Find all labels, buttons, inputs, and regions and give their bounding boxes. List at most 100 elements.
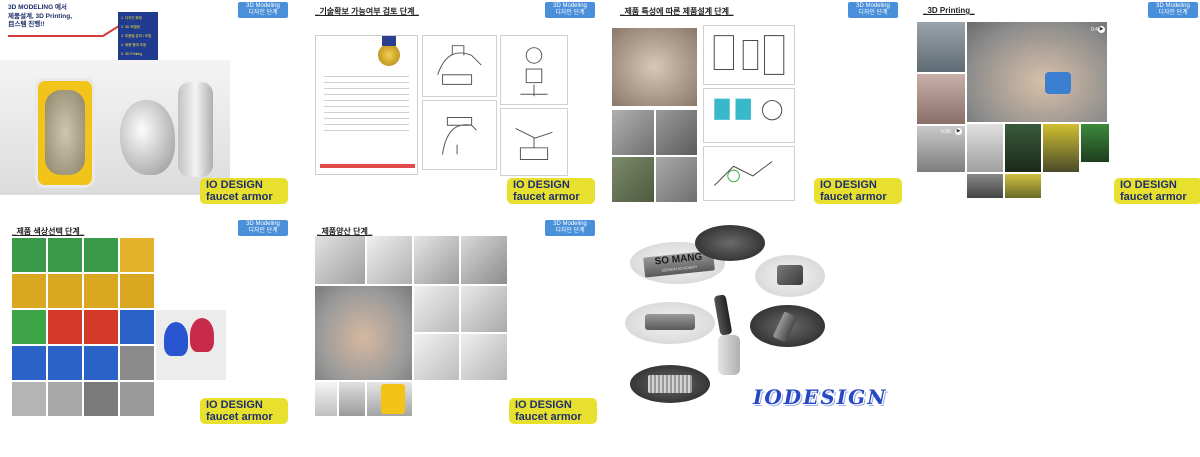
video-timestamp-1: 0:46 xyxy=(1091,27,1101,33)
swatch-blue xyxy=(84,346,118,380)
panel-3d-modeling: 3D MODELING 에서 제품설계, 3D Printing, 目스템 진행… xyxy=(0,0,300,210)
step-title: _기술확보 가능여부 검토 단계_ xyxy=(315,7,419,16)
render-bubble-clamp xyxy=(625,302,715,344)
step-title: _제품양산 단계_ xyxy=(317,227,373,236)
color-swatch-grid xyxy=(12,238,154,416)
badge-3d-modeling: 3D Modeling 디자인 단계 xyxy=(545,2,595,18)
iodesign-logo: IODESIGN xyxy=(753,385,888,409)
header-text-block: 3D MODELING 에서 제품설계, 3D Printing, 目스템 진행… xyxy=(8,4,103,32)
part-photo-1 xyxy=(612,110,654,155)
badge-3d-modeling: 3D Modeling 디자인 단계 xyxy=(545,220,595,236)
production-photo-8 xyxy=(461,334,507,380)
swatch-yellow xyxy=(120,238,154,272)
header-line-3: 目스템 진행!! xyxy=(8,21,45,28)
arm-assembly-render xyxy=(713,294,745,375)
badge-3d-modeling: 3D Modeling 디자인 단계 xyxy=(238,220,288,236)
faucet-sketch-1 xyxy=(422,35,497,97)
render-bubble-grid xyxy=(630,365,710,403)
certificate-seal xyxy=(378,44,400,66)
badge-3d-modeling: 3D Modeling 디자인 단계 xyxy=(238,2,288,18)
swatch-grey xyxy=(120,382,154,416)
render-bubble-bracket xyxy=(755,255,825,297)
production-photo-5 xyxy=(414,286,459,332)
part-photo-4 xyxy=(656,157,697,202)
badge-line-1: 3D Modeling xyxy=(1156,3,1190,9)
steps-list: 1. 디자인 확정 2. 3D 모델링 3. 부품별 분리 / 조립 4. 제품… xyxy=(118,12,158,60)
production-photo-10 xyxy=(339,382,365,416)
badge-line-1: 3D Modeling xyxy=(246,221,280,227)
hand-holding-part-photo xyxy=(612,28,697,106)
arm-base xyxy=(718,335,740,375)
printer-photo-6 xyxy=(1005,174,1041,198)
grid-part xyxy=(648,375,692,393)
play-icon[interactable]: ▶ xyxy=(955,128,962,135)
step-title: _3D Printing_ xyxy=(923,6,975,15)
printer-photo-1 xyxy=(967,124,1003,172)
blue-printed-part xyxy=(1045,72,1071,94)
step-3: 3. 부품별 분리 / 조립 xyxy=(121,34,152,38)
badge-line-2: 디자인 단계 xyxy=(1158,10,1188,16)
step-5: 5. 3D Printing xyxy=(121,52,143,56)
package-photo xyxy=(381,384,405,414)
render-bubble-dark xyxy=(695,225,765,261)
badge-3d-modeling: 3D Modeling 디자인 단계 xyxy=(1148,2,1198,18)
step-title: _제품 색상선택 단계_ xyxy=(12,227,85,236)
dark-part xyxy=(772,311,798,343)
swatch-blue xyxy=(48,346,82,380)
io-design-label: IO DESIGN faucet armor xyxy=(1114,178,1200,204)
label-line-2: faucet armor xyxy=(206,411,273,423)
label-line-2: faucet armor xyxy=(820,191,887,203)
video-thumbnail-2: 0:36 ▶ xyxy=(917,126,965,172)
production-photo-4 xyxy=(461,236,507,284)
swatch-yellow xyxy=(120,274,154,308)
io-design-label: IO DESIGN faucet armor xyxy=(200,398,288,424)
part-photo-2 xyxy=(656,110,697,155)
certificate-document xyxy=(315,35,418,175)
production-photo-3 xyxy=(414,236,459,284)
printer-photo-5 xyxy=(967,174,1003,198)
technical-drawing-3 xyxy=(703,146,795,201)
clear-armor-1 xyxy=(120,100,175,175)
swatch-green xyxy=(12,238,46,272)
header-line-2: 제품설계, 3D Printing, xyxy=(8,12,73,20)
product-photo xyxy=(0,60,230,195)
swatch-yellow xyxy=(48,274,82,308)
clamp-part xyxy=(645,314,695,330)
swatch-green xyxy=(84,238,118,272)
swatch-red xyxy=(48,310,82,344)
badge-line-2: 디자인 단계 xyxy=(248,228,278,234)
red-sample xyxy=(190,318,214,352)
certificate-red-note xyxy=(320,164,415,168)
label-line-1: IO DESIGN xyxy=(820,179,877,191)
faucet-sketch-2 xyxy=(422,100,497,170)
exploded-view-2 xyxy=(500,108,568,176)
swatch-green xyxy=(48,238,82,272)
swatch-grey xyxy=(84,382,118,416)
swatch-blue xyxy=(120,310,154,344)
swatch-yellow xyxy=(12,274,46,308)
panel-product-design: _제품 특성에 따른 제품설계 단계_ 3D Modeling 디자인 단계 I… xyxy=(610,0,910,210)
print-photo-2 xyxy=(917,74,965,124)
panel-tech-review: _기술확보 가능여부 검토 단계_ 3D Modeling 디자인 단계 IO … xyxy=(305,0,605,210)
certificate-ribbon xyxy=(382,36,396,46)
badge-line-2: 디자인 단계 xyxy=(555,228,585,234)
video-timestamp-2: 0:36 xyxy=(941,129,951,135)
swatch-blue xyxy=(12,346,46,380)
swatch-grey xyxy=(120,346,154,380)
step-title: _제품 특성에 따른 제품설계 단계_ xyxy=(620,7,734,16)
label-line-2: faucet armor xyxy=(206,191,273,203)
io-design-label: IO DESIGN faucet armor xyxy=(507,178,595,204)
swatch-grey xyxy=(48,382,82,416)
step-2: 2. 3D 모델링 xyxy=(121,25,140,29)
panel-color-selection: _제품 색상선택 단계_ 3D Modeling 디자인 단계 IO DESIG… xyxy=(0,220,300,430)
package-window xyxy=(45,90,85,175)
printer-photo-4 xyxy=(1081,124,1109,162)
label-line-1: IO DESIGN xyxy=(206,179,263,191)
production-photo-2 xyxy=(367,236,412,284)
panel-mass-production: _제품양산 단계_ 3D Modeling 디자인 단계 IO DESIGN f… xyxy=(305,220,605,430)
play-icon[interactable]: ▶ xyxy=(1098,26,1105,33)
badge-line-2: 디자인 단계 xyxy=(858,10,888,16)
badge-line-1: 3D Modeling xyxy=(553,3,587,9)
swatch-red xyxy=(84,310,118,344)
production-photo-1 xyxy=(315,236,365,284)
